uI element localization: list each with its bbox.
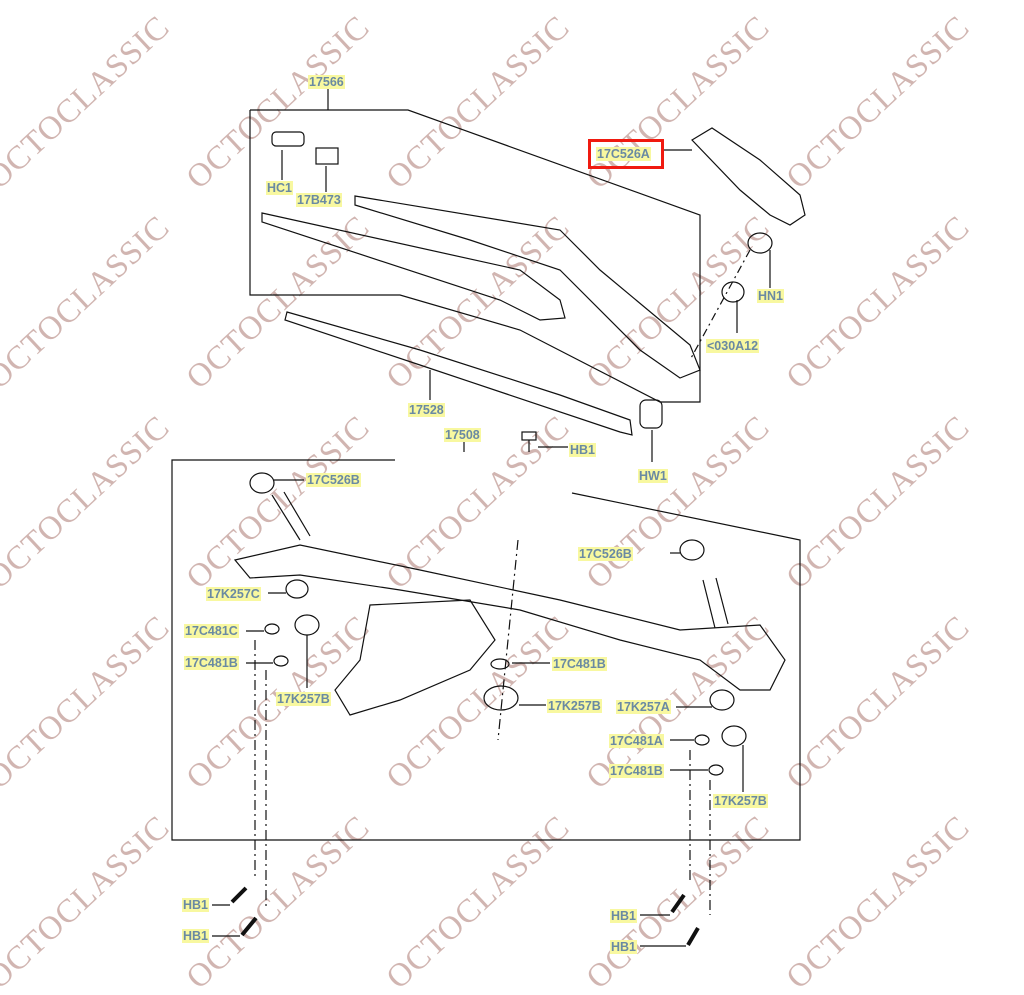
part-label-17566[interactable]: 17566	[308, 75, 345, 89]
part-label-17C481B-left[interactable]: 17C481B	[184, 656, 239, 670]
part-label-17C481C[interactable]: 17C481C	[184, 624, 239, 638]
part-label-HB1-br1[interactable]: HB1	[610, 909, 638, 923]
part-label-17K257B-left[interactable]: 17K257B	[276, 692, 331, 706]
part-label-17K257B-center[interactable]: 17K257B	[547, 699, 602, 713]
part-label-HW1[interactable]: HW1	[638, 469, 668, 483]
part-label-030A12[interactable]: <030A12	[706, 339, 760, 353]
highlight-box	[588, 139, 664, 169]
arm-cap	[691, 127, 806, 226]
part-label-17C526B-left[interactable]: 17C526B	[306, 473, 361, 487]
part-label-17K257A[interactable]: 17K257A	[616, 700, 671, 714]
part-label-17528[interactable]: 17528	[408, 403, 445, 417]
wiper-arm	[354, 195, 701, 379]
part-label-HC1[interactable]: HC1	[266, 181, 294, 195]
part-label-HB1-bl1[interactable]: HB1	[182, 898, 210, 912]
wiper-linkage-group-outline	[171, 459, 801, 841]
part-label-17C481B-center[interactable]: 17C481B	[552, 657, 607, 671]
part-label-17508[interactable]: 17508	[444, 428, 481, 442]
wiper-motor	[334, 599, 496, 716]
part-label-17C481B-right[interactable]: 17C481B	[609, 764, 664, 778]
part-label-HB1-top[interactable]: HB1	[569, 443, 597, 457]
part-label-HB1-bl2[interactable]: HB1	[182, 929, 210, 943]
part-label-HB1-br2[interactable]: HB1	[610, 940, 638, 954]
part-label-17C526B-right[interactable]: 17C526B	[578, 547, 633, 561]
wiper-linkage	[233, 544, 786, 691]
part-label-17K257C[interactable]: 17K257C	[206, 587, 261, 601]
part-label-HN1[interactable]: HN1	[757, 289, 785, 303]
wiper-blade	[284, 311, 633, 436]
part-label-17B473[interactable]: 17B473	[296, 193, 342, 207]
part-label-17C481A[interactable]: 17C481A	[609, 734, 664, 748]
part-label-17C526A[interactable]: 17C526A	[596, 147, 651, 161]
part-label-17K257B-right[interactable]: 17K257B	[713, 794, 768, 808]
